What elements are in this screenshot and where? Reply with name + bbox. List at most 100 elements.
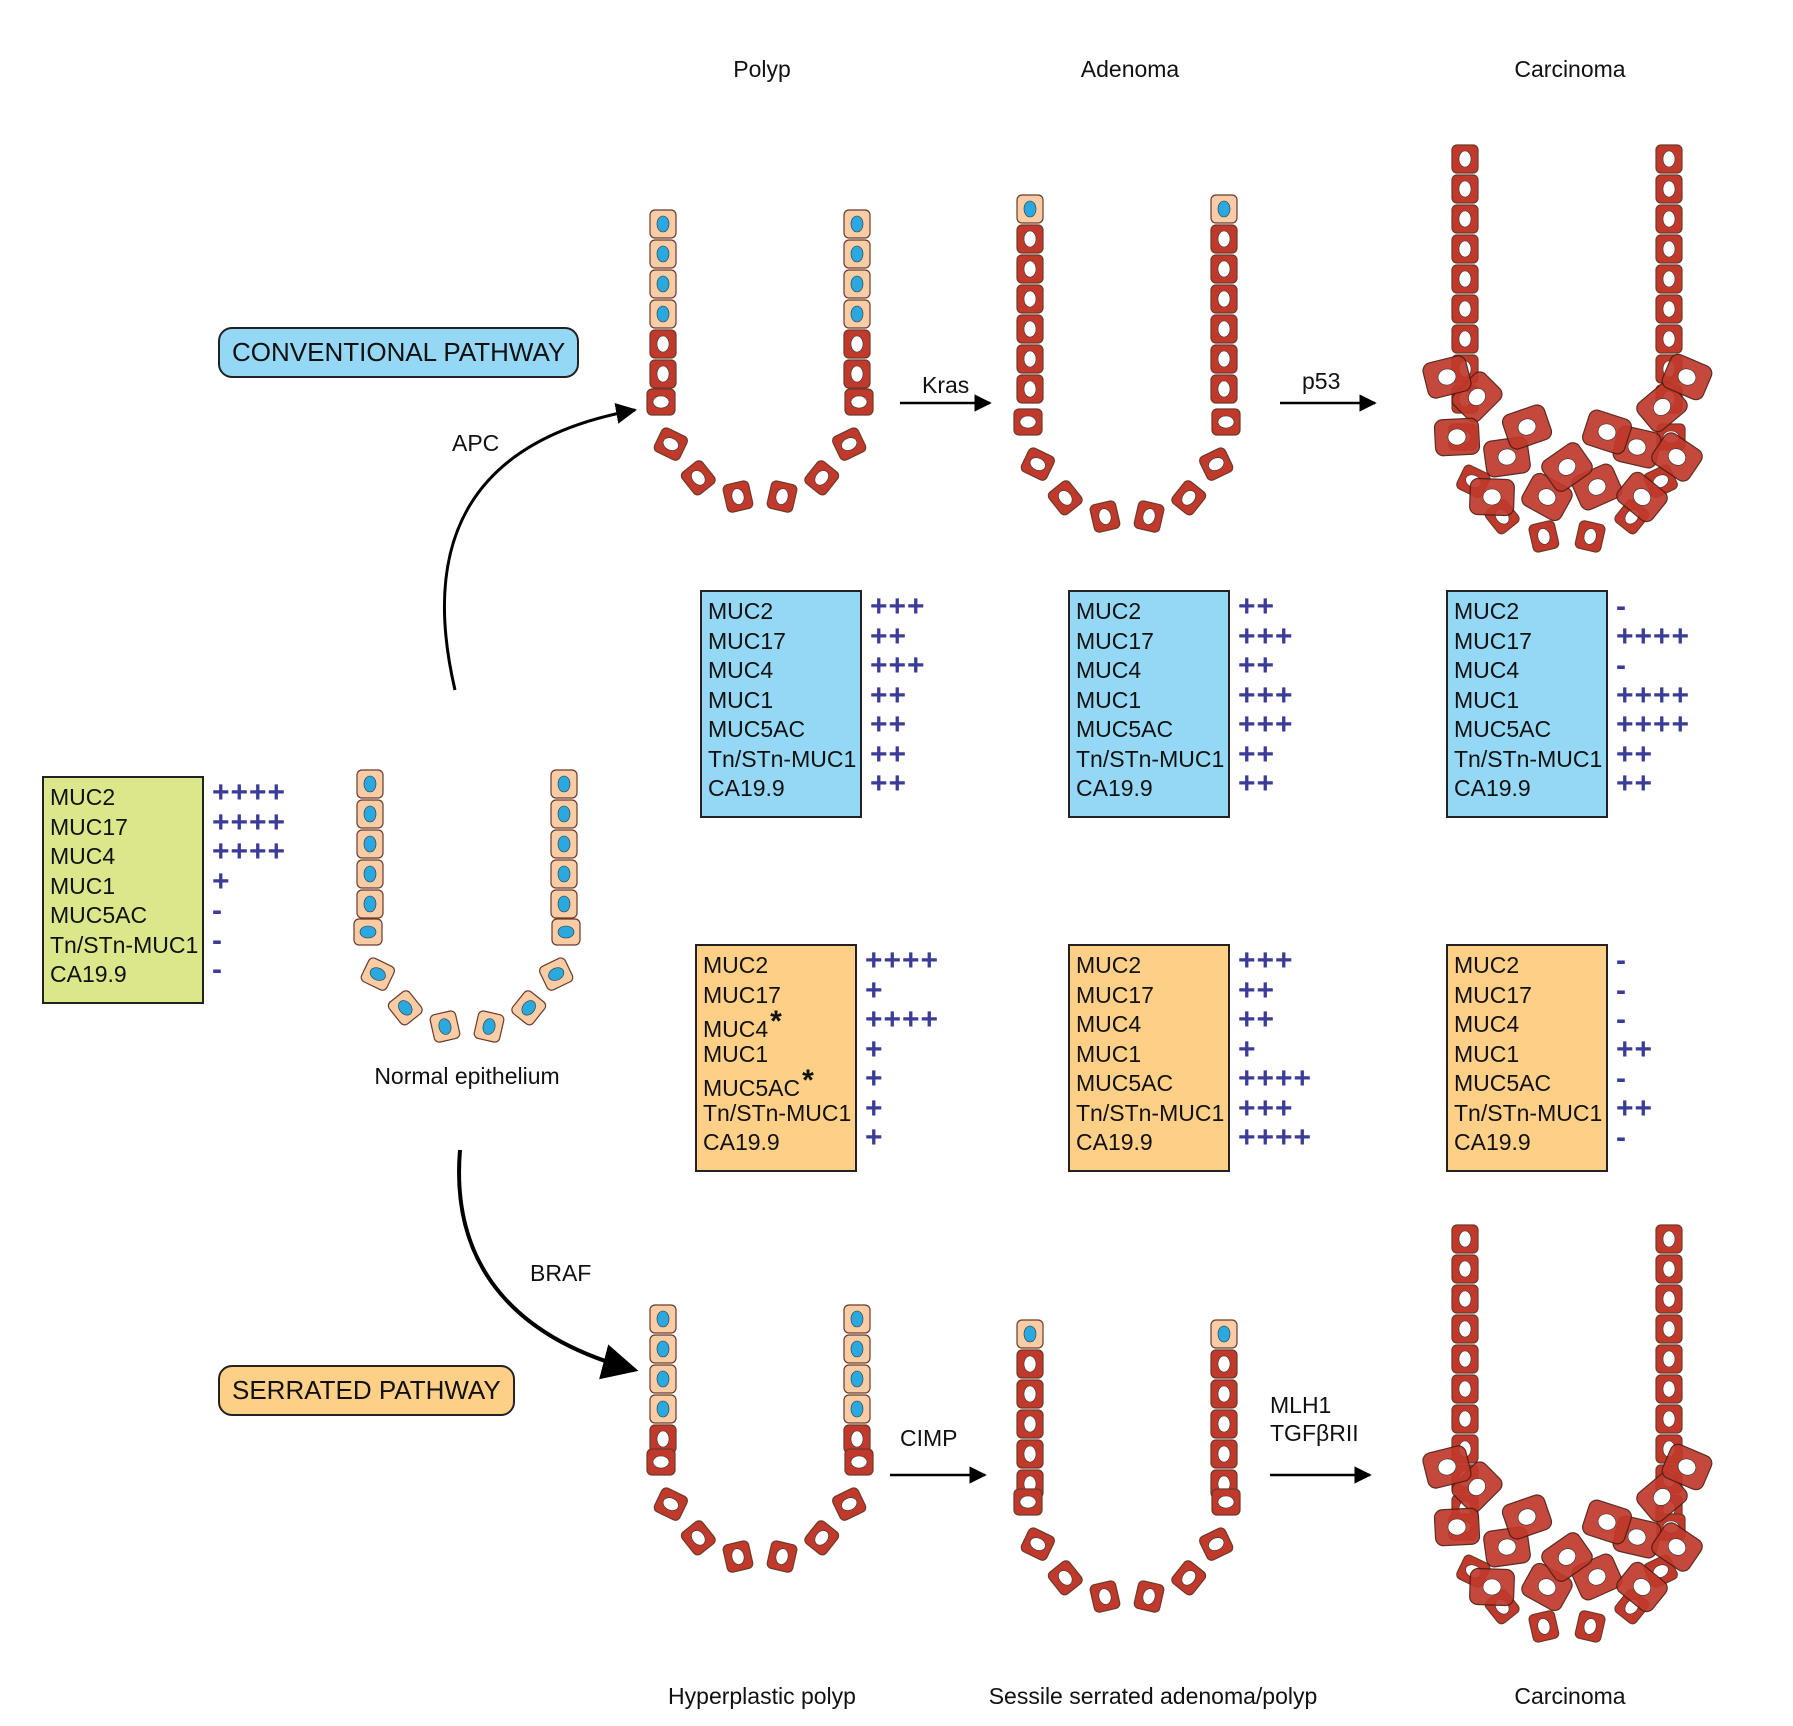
expression-level: ++++	[1616, 619, 1691, 653]
marker-name: MUC1	[1454, 1040, 1520, 1067]
marker-name: Tn/STn-MUC1	[703, 1099, 852, 1126]
marker-name: MUC2	[1454, 598, 1520, 624]
expression-level: -	[1616, 590, 1627, 623]
expression-level: ++	[870, 737, 908, 771]
marker-name: MUC2	[703, 952, 769, 978]
marker-table-hyperplastic-polyp: MUC2++++MUC17+MUC4*++++MUC1+MUC5AC*+Tn/S…	[695, 944, 938, 1172]
marker-name: CA19.9	[1076, 1129, 1153, 1155]
marker-name: MUC4	[1076, 657, 1142, 683]
asterisk-mark: *	[802, 1064, 814, 1097]
marker-name: CA19.9	[1076, 775, 1153, 801]
mutation-label-p53: p53	[1302, 368, 1341, 394]
stage-label-hyperplastic-polyp: Hyperplastic polyp	[668, 1683, 856, 1709]
stage-label-adenoma: Adenoma	[1080, 56, 1180, 82]
asterisk-mark: *	[770, 1005, 782, 1038]
expression-level: +	[865, 1032, 884, 1066]
mutation-label-kras: Kras	[922, 372, 970, 398]
braf-arrow	[457, 1149, 639, 1380]
expression-level: ++	[1238, 590, 1276, 623]
apc-arrow	[442, 403, 638, 691]
expression-level: +++	[1238, 678, 1294, 712]
expression-level: ++++	[1616, 708, 1691, 741]
expression-level: ++++	[865, 1003, 940, 1036]
conventional-pathway-badge: CONVENTIONAL PATHWAY	[218, 327, 580, 378]
expression-level: ++	[1616, 1032, 1654, 1066]
stage-label-polyp: Polyp	[733, 56, 791, 82]
mutation-label-mlh1: MLH1	[1270, 1392, 1332, 1418]
marker-name: Tn/STn-MUC1	[50, 931, 199, 958]
crypt-polyp	[646, 209, 874, 513]
marker-name: MUC5AC	[50, 902, 148, 928]
stage-label-normal-epithelium: Normal epithelium	[374, 1063, 560, 1089]
marker-name: Tn/STn-MUC1	[1076, 1099, 1225, 1126]
expression-level: ++	[870, 767, 908, 800]
expression-level: +++	[1238, 944, 1294, 977]
expression-level: ++	[1238, 1003, 1276, 1036]
expression-level: +++	[1238, 619, 1294, 653]
expression-level: ++	[870, 708, 908, 741]
expression-level: ++	[870, 619, 908, 653]
expression-level: -	[1616, 1062, 1627, 1095]
marker-name: MUC1	[1076, 1040, 1142, 1067]
expression-level: +	[865, 973, 884, 1007]
expression-level: -	[1616, 1003, 1627, 1036]
marker-name: MUC4	[708, 657, 774, 683]
expression-level: +++	[1238, 708, 1294, 741]
crypt-sessile-serrated	[1013, 1319, 1241, 1613]
expression-level: ++++	[865, 944, 940, 977]
marker-name: MUC4	[1076, 1011, 1142, 1037]
marker-name: Tn/STn-MUC1	[1454, 745, 1603, 772]
expression-level: ++	[1616, 767, 1654, 800]
mutation-label-braf: BRAF	[530, 1260, 592, 1286]
expression-level: +	[212, 864, 231, 898]
marker-name: MUC1	[1076, 686, 1142, 713]
marker-name: CA19.9	[708, 775, 785, 801]
marker-name: MUC5AC	[1454, 1070, 1552, 1096]
mutation-label-cimp: CIMP	[900, 1425, 958, 1451]
mutation-label-apc: APC	[452, 430, 500, 456]
expression-level: +++	[870, 590, 926, 623]
expression-level: +	[865, 1121, 884, 1154]
expression-level: -	[1616, 1121, 1627, 1154]
expression-level: ++	[1238, 737, 1276, 771]
serrated-pathway-badge: SERRATED PATHWAY	[218, 1365, 515, 1416]
marker-name: MUC5AC	[708, 716, 806, 742]
expression-level: ++	[1616, 1091, 1654, 1125]
marker-name: MUC4*	[703, 1005, 782, 1042]
marker-name: MUC1	[1454, 686, 1520, 713]
expression-level: ++++	[212, 776, 287, 809]
marker-name: MUC2	[1454, 952, 1520, 978]
expression-level: +	[865, 1091, 884, 1125]
expression-level: ++++	[212, 835, 287, 868]
marker-name: Tn/STn-MUC1	[1454, 1099, 1603, 1126]
expression-level: -	[212, 953, 223, 986]
expression-level: -	[1616, 973, 1627, 1007]
marker-name: MUC1	[703, 1040, 769, 1067]
expression-level: -	[1616, 944, 1627, 977]
marker-name: MUC17	[708, 627, 786, 654]
marker-name: MUC17	[703, 981, 781, 1008]
marker-name: CA19.9	[1454, 775, 1531, 801]
marker-name: MUC2	[50, 784, 116, 810]
marker-name: MUC1	[708, 686, 774, 713]
marker-table-carcinoma-conventional: MUC2-MUC17++++MUC4-MUC1++++MUC5AC++++Tn/…	[1446, 590, 1689, 818]
marker-name: MUC2	[1076, 598, 1142, 624]
expression-level: ++	[1238, 649, 1276, 682]
marker-name: MUC5AC	[1076, 1070, 1174, 1096]
marker-name: CA19.9	[50, 961, 127, 987]
expression-level: -	[1616, 649, 1627, 682]
expression-level: ++++	[1616, 678, 1691, 712]
marker-name: MUC1	[50, 872, 116, 899]
marker-name: CA19.9	[703, 1129, 780, 1155]
marker-table-polyp: MUC2+++MUC17++MUC4+++MUC1++MUC5AC++Tn/ST…	[700, 590, 925, 818]
marker-name: MUC5AC	[1076, 716, 1174, 742]
marker-name: MUC17	[1076, 627, 1154, 654]
mutation-label-tgfbrii: TGFβRII	[1270, 1420, 1359, 1446]
expression-level: ++++	[1238, 1062, 1313, 1095]
crypt-hyperplastic-polyp	[646, 1304, 874, 1573]
marker-name: MUC17	[1454, 627, 1532, 654]
marker-name: MUC2	[708, 598, 774, 624]
marker-name: MUC17	[50, 813, 128, 840]
marker-name: Tn/STn-MUC1	[708, 745, 857, 772]
